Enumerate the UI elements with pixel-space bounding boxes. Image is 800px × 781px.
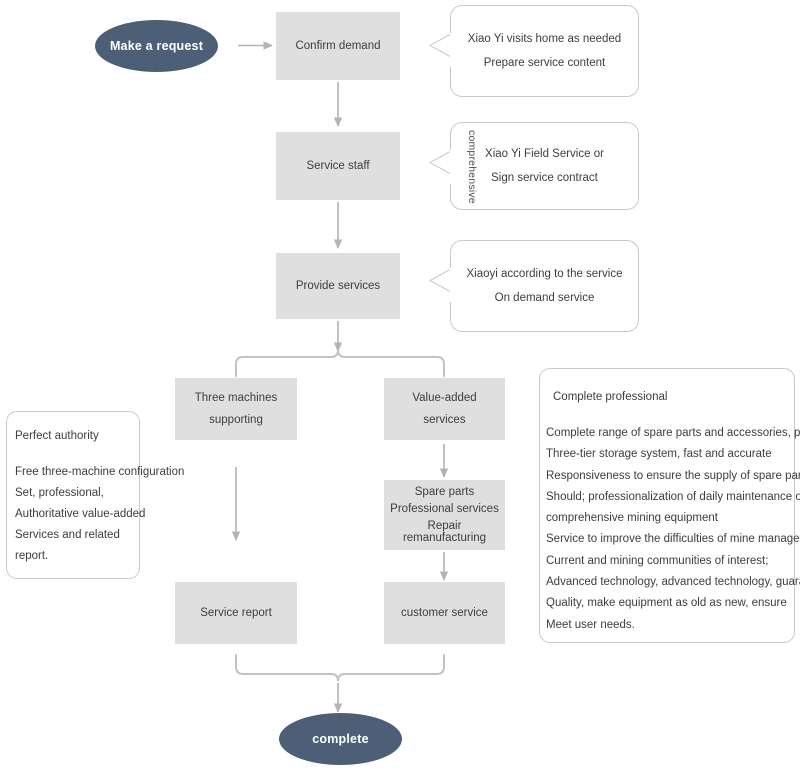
callout-provide-services[interactable]: Xiaoyi according to the service On deman… [450, 240, 639, 332]
callout-provide-line-2: On demand service [494, 292, 595, 304]
node-value-added-services[interactable]: Value-added services [384, 378, 505, 440]
note-right-line-6: Service to improve the difficulties of m… [546, 533, 800, 546]
node-complete-label: complete [312, 732, 369, 746]
node-provide-services[interactable]: Provide services [276, 253, 400, 319]
callout-confirm-line-1: Xiao Yi visits home as needed [467, 33, 622, 45]
node-service-report[interactable]: Service report [175, 582, 297, 644]
note-right-line-4: Should; professionalization of daily mai… [546, 490, 800, 503]
note-left-line-4: Services and related [15, 529, 120, 541]
note-right-title: Complete professional [553, 391, 668, 403]
node-value-added-line-2: services [423, 414, 466, 426]
node-service-staff-label: Service staff [306, 159, 370, 172]
callout-provide-line-1: Xiaoyi according to the service [466, 268, 623, 280]
node-spare-parts[interactable]: Spare parts Professional services Repair… [384, 480, 505, 550]
note-right-line-10: Meet user needs. [546, 618, 635, 631]
note-left-line-5: report. [15, 550, 49, 562]
note-left-body: Free three-machine configuration Set, pr… [15, 462, 184, 567]
note-complete-professional[interactable]: Complete professional Complete range of … [539, 368, 800, 643]
callout-confirm-demand[interactable]: Xiao Yi visits home as needed Prepare se… [450, 5, 639, 97]
note-perfect-authority[interactable]: Perfect authority Free three-machine con… [6, 411, 184, 579]
node-customer-service[interactable]: customer service [384, 582, 505, 644]
node-start-label: Make a request [109, 39, 204, 53]
brace-merge [235, 654, 445, 682]
brace-split [235, 349, 445, 377]
callout-staff-line-2: Sign service contract [491, 172, 598, 184]
node-complete[interactable]: complete [279, 713, 402, 765]
node-spare-parts-line-1: Spare parts [414, 485, 475, 498]
node-three-machines-line-1: Three machines [194, 391, 278, 404]
note-right-line-7: Current and mining communities of intere… [546, 554, 769, 567]
node-spare-parts-line-3: Repair remanufacturing [402, 520, 487, 545]
note-right-line-1: Complete range of spare parts and access… [546, 427, 800, 439]
note-right-line-2: Three-tier storage system, fast and accu… [546, 448, 772, 461]
node-start[interactable]: Make a request [95, 20, 218, 72]
note-right-line-8: Advanced technology, advanced technology… [546, 576, 800, 589]
note-left-line-1: Free three-machine configuration [15, 466, 185, 478]
callout-staff-side-label: comprehensive [466, 130, 478, 204]
node-confirm-demand[interactable]: Confirm demand [276, 12, 400, 80]
note-left-title: Perfect authority [15, 430, 99, 442]
node-service-staff[interactable]: Service staff [276, 132, 400, 200]
node-provide-services-label: Provide services [295, 279, 381, 292]
callout-confirm-line-2: Prepare service content [483, 57, 606, 69]
node-value-added-line-1: Value-added [412, 391, 477, 404]
node-confirm-demand-label: Confirm demand [295, 39, 381, 52]
callout-confirm-tail-icon [428, 33, 452, 67]
note-right-line-9: Quality, make equipment as old as new, e… [546, 597, 787, 610]
node-three-machines-line-2: supporting [209, 414, 263, 426]
note-left-line-3: Authoritative value-added [15, 508, 146, 520]
node-three-machines-supporting[interactable]: Three machines supporting [175, 378, 297, 440]
callout-provide-services-tail-icon [428, 268, 452, 302]
node-spare-parts-line-2: Professional services [390, 502, 499, 515]
note-right-line-5: comprehensive mining equipment [546, 512, 718, 525]
note-right-line-3: Responsiveness to ensure the supply of s… [546, 469, 800, 482]
callout-service-staff[interactable]: Xiao Yi Field Service or Sign service co… [450, 122, 639, 210]
node-customer-service-label: customer service [401, 606, 488, 619]
callout-service-staff-tail-icon [428, 150, 452, 184]
node-service-report-label: Service report [200, 606, 272, 619]
note-right-body: Complete range of spare parts and access… [546, 423, 800, 636]
callout-staff-line-1: Xiao Yi Field Service or [485, 148, 604, 160]
note-left-line-2: Set, professional, [15, 487, 104, 499]
